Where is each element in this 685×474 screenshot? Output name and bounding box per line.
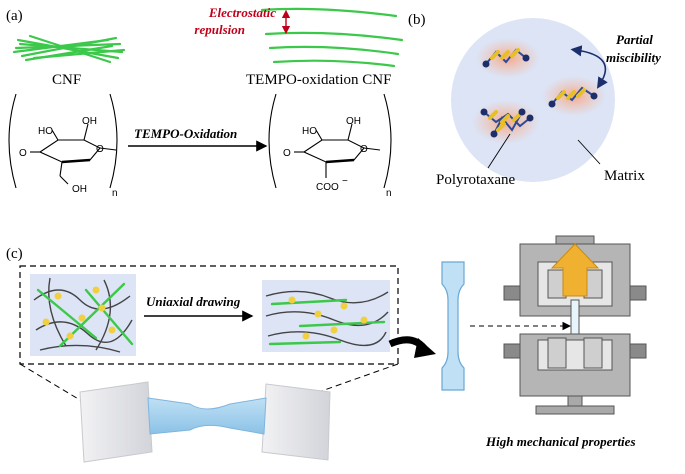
partial-miscibility-line2: miscibility [606,50,661,65]
high-mechanical-properties-label: High mechanical properties [485,434,636,449]
cellulose-structure [8,93,118,189]
zoom-frame [19,265,399,365]
polyrotaxane-1 [476,38,540,78]
polyrotaxane-3 [472,100,540,144]
cellulose-oh-top: OH [82,116,97,127]
pull-arrow [550,243,600,297]
miscibility-arrow [570,45,608,89]
tempo-oxidation-label: TEMPO-Oxidation [134,126,237,141]
oxidized-coo-minus: − [342,176,348,187]
polyrotaxane-leader [487,133,511,169]
polyrotaxane-label: Polyrotaxane [436,172,515,188]
oxidized-oh-top: OH [346,116,361,127]
repulsion-label-line1: Electrostatic [208,5,276,20]
matrix-label: Matrix [604,168,645,184]
cellulose-left-o: O [19,148,27,159]
oxidized-ho: HO [302,126,317,137]
panel-b-label: (b) [408,12,426,28]
oxidized-cellulose-structure [268,93,392,189]
panel-a: (a) CNF Electrostatic repulsion TEMPO-ox… [6,5,404,199]
dogbone-specimen [441,261,465,391]
tensile-sample-photo [79,381,331,463]
network-after [262,280,390,352]
cellulose-n: n [112,188,118,199]
panel-c: (c) U [6,235,647,463]
tempo-cnf-fibers [260,7,404,68]
to-machine-arrowhead [414,338,436,358]
panel-b: (b) Partial [408,12,661,188]
repulsion-label-line2: repulsion [194,22,245,37]
zoom-line-left [19,363,101,413]
tempo-cnf-label: TEMPO-oxidation CNF [246,72,391,88]
cellulose-oh-bottom: OH [72,184,87,195]
network-before [30,274,136,356]
oxidized-ring-o: O [360,144,368,155]
cnf-label: CNF [52,72,81,88]
partial-miscibility-line1: Partial [616,32,653,47]
polyrotaxane-2 [542,76,606,116]
panel-a-label: (a) [6,8,23,24]
cnf-fiber-bundle [12,34,126,64]
cellulose-ho: HO [38,126,53,137]
oxidized-coo: COO [316,182,339,193]
panel-c-label: (c) [6,246,23,262]
oxidized-n: n [386,188,392,199]
matrix-leader [577,139,601,165]
tensile-machine [503,235,647,415]
uniaxial-drawing-label: Uniaxial drawing [146,294,241,309]
cellulose-ring-o: O [96,144,104,155]
oxidized-left-o: O [283,148,291,159]
